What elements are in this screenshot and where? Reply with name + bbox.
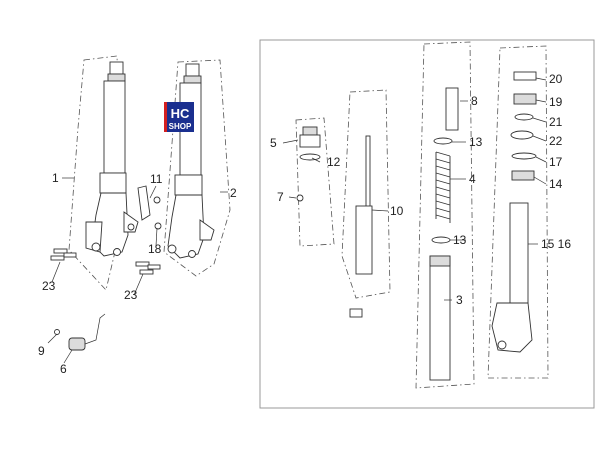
callout-9: 9 bbox=[38, 344, 45, 358]
callout-3: 3 bbox=[456, 293, 463, 307]
callout-labels: 1 2 11 18 23 23 9 6 5 12 7 10 8 13 4 13 … bbox=[38, 72, 571, 376]
right-fork-leg bbox=[163, 59, 231, 277]
callout-19: 19 bbox=[549, 95, 563, 109]
callout-12: 12 bbox=[327, 155, 341, 169]
hc-shop-logo: HC SHOP bbox=[164, 102, 194, 132]
screws-right bbox=[135, 261, 161, 275]
damper-cartridge bbox=[341, 89, 391, 318]
callout-13-bottom: 13 bbox=[453, 233, 467, 247]
callout-8: 8 bbox=[471, 94, 478, 108]
callout-20: 20 bbox=[549, 72, 563, 86]
callout-13-top: 13 bbox=[469, 135, 483, 149]
callout-22: 22 bbox=[549, 134, 563, 148]
outer-tube-stack bbox=[487, 45, 549, 379]
leader-lines bbox=[47, 77, 547, 364]
callout-15-16: 15 16 bbox=[541, 237, 571, 251]
callout-18: 18 bbox=[148, 242, 162, 256]
sensor-with-cable bbox=[54, 313, 106, 351]
callout-5: 5 bbox=[270, 136, 277, 150]
callout-6: 6 bbox=[60, 362, 67, 376]
callout-7: 7 bbox=[277, 190, 284, 204]
logo-line1: HC bbox=[171, 106, 190, 121]
screws-left bbox=[50, 248, 77, 261]
left-fork-leg bbox=[68, 55, 139, 291]
spring-column bbox=[415, 41, 475, 389]
cable-bracket bbox=[137, 185, 162, 230]
callout-11: 11 bbox=[150, 172, 163, 186]
callout-17: 17 bbox=[549, 155, 563, 169]
callout-1: 1 bbox=[52, 171, 59, 185]
callout-23-left: 23 bbox=[42, 279, 56, 293]
fork-cap bbox=[295, 117, 335, 247]
callout-21: 21 bbox=[549, 115, 563, 129]
callout-4: 4 bbox=[469, 172, 476, 186]
callout-2: 2 bbox=[230, 186, 237, 200]
logo-line2: SHOP bbox=[169, 122, 192, 131]
callout-14: 14 bbox=[549, 177, 563, 191]
detail-frame bbox=[259, 39, 595, 409]
callout-10: 10 bbox=[390, 204, 404, 218]
callout-23-right: 23 bbox=[124, 288, 138, 302]
